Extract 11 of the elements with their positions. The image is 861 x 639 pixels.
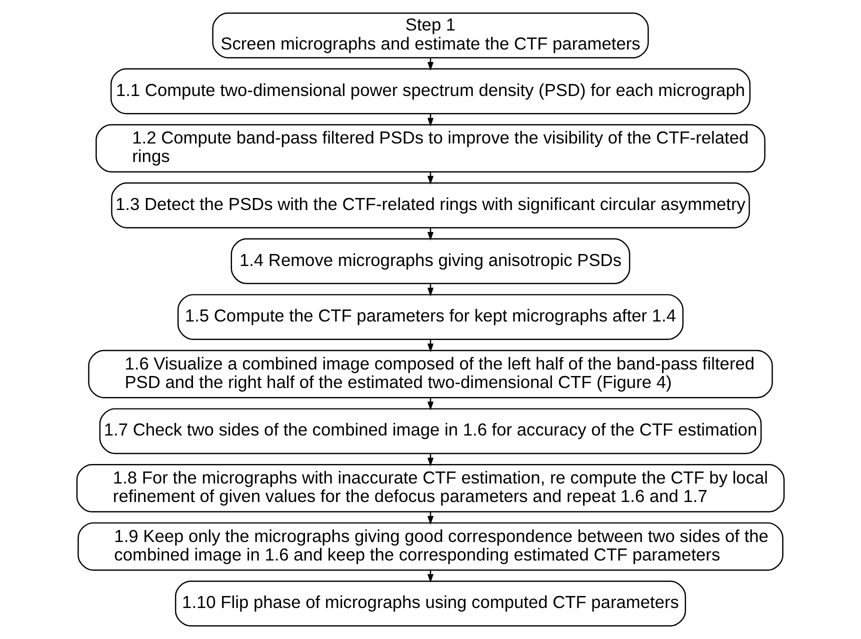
node-box: 1.2 Compute band-pass filtered PSDs to improve the visibility of the CTF-related rings — [96, 124, 766, 172]
node-box: 1.8 For the micrographs with inaccurate CTF estimation, re compute the CTF by local refinement of given values for the defocus parameters and repeat 1.6 and 1.7 — [76, 464, 785, 512]
node-box: 1.9 Keep only the micrographs giving good correspondence between two sides of the combined image in 1.6 and keep the corresponding estimated CTF parameters — [78, 522, 784, 571]
node-box: 1.6 Visualize a combined image composed of the left half of the band-pass filtered PSD and the right half of the estimated two-dimensional CTF (Figure 4) — [88, 350, 773, 398]
node-box: 1.7 Check two sides of the combined image in 1.6 for accuracy of the CTF estimation — [99, 408, 762, 454]
node-box: 1.1 Compute two-dimensional power spectrum density (PSD) for each micrograph — [110, 68, 751, 114]
node-box: 1.5 Compute the CTF parameters for kept micrographs after 1.4 — [177, 294, 684, 340]
node-box: Step 1 Screen micrographs and estimate the CTF parameters — [212, 12, 649, 58]
node-box: 1.4 Remove micrographs giving anisotropic PSDs — [230, 238, 630, 284]
node-box: 1.3 Detect the PSDs with the CTF-related rings with significant circular asymmetry — [111, 182, 750, 228]
node-box: 1.10 Flip phase of micrographs using computed CTF parameters — [174, 580, 686, 627]
